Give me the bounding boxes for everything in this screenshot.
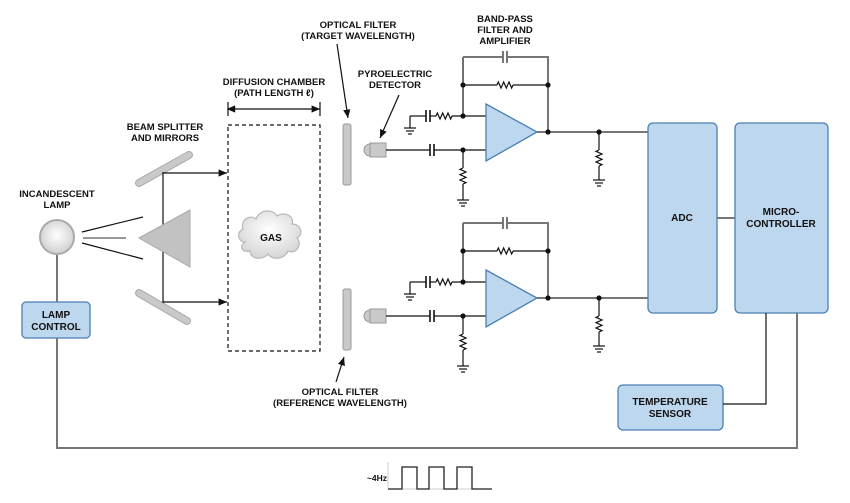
upper-mirror-edge — [136, 152, 192, 186]
lamp-drive-wire — [56, 313, 798, 449]
bandpass-label-line1: BAND-PASS — [477, 14, 533, 25]
junction-dot — [545, 295, 551, 301]
filter-reference-label-line1: OPTICAL FILTER — [302, 387, 379, 398]
resistor-icon — [458, 333, 468, 351]
lamp-drive-waveform — [388, 466, 492, 490]
detector-pointer — [379, 94, 400, 139]
detector-label-line2: DETECTOR — [369, 80, 421, 91]
temperature-sensor-block — [617, 384, 724, 431]
junction-dot — [545, 248, 551, 254]
optical-filter-target — [342, 123, 352, 186]
target-channel-circuit — [363, 51, 648, 207]
resistor-icon — [458, 167, 468, 185]
incandescent-lamp — [39, 219, 75, 255]
pyroelectric-detector — [369, 142, 387, 158]
lamp-control-label-line1: LAMP — [42, 310, 71, 321]
detector-label-line1: PYROELECTRIC — [358, 69, 433, 80]
resistor-icon — [496, 80, 514, 90]
pyroelectric-detector — [369, 308, 387, 324]
light-ray-lower — [81, 242, 144, 260]
pyroelectric-detector — [363, 143, 371, 157]
chamber-label-line2: (PATH LENGTH ℓ) — [234, 88, 314, 99]
filter-target-label-line2: (TARGET WAVELENGTH) — [301, 31, 415, 42]
op-amp — [485, 102, 539, 163]
chamber-label-line1: DIFFUSION CHAMBER — [223, 77, 326, 88]
resistor-icon — [594, 315, 604, 333]
bandpass-label-line2: FILTER AND — [477, 25, 533, 36]
adc-label: ADC — [671, 213, 693, 224]
lower-mirror-edge — [136, 290, 190, 324]
feedback-wire — [508, 56, 549, 132]
resistor-icon — [594, 149, 604, 167]
microcontroller-label-line2: CONTROLLER — [746, 219, 816, 230]
lamp-label-line2: LAMP — [44, 200, 72, 211]
reference-channel-circuit — [363, 217, 648, 373]
filter-reference-pointer — [335, 356, 345, 383]
beam-splitter-prism — [137, 209, 191, 268]
junction-dot — [545, 82, 551, 88]
gas-label: GAS — [260, 233, 282, 244]
diffusion-chamber — [227, 124, 321, 352]
lamp-control-label-line2: CONTROL — [31, 322, 80, 333]
op-amp — [485, 268, 539, 329]
beam-splitter-label-line1: BEAM SPLITTER — [127, 122, 204, 133]
feedback-wire — [508, 222, 549, 298]
temperature-sensor-label-line2: SENSOR — [649, 409, 692, 420]
resistor-icon — [435, 111, 453, 121]
optical-filter-reference — [342, 288, 352, 351]
light-ray-upper — [81, 216, 144, 233]
gas-cloud — [238, 210, 302, 259]
filter-target-pointer — [336, 43, 351, 119]
filter-target-label-line1: OPTICAL FILTER — [320, 20, 397, 31]
junction-dot — [460, 82, 466, 88]
microcontroller-block — [734, 122, 829, 314]
junction-dot — [460, 248, 466, 254]
microcontroller-label-line1: MICRO- — [763, 207, 800, 218]
temp-sensor-wire — [723, 313, 767, 405]
beam-splitter-label-line2: AND MIRRORS — [131, 133, 199, 144]
temperature-sensor-label-line1: TEMPERATURE — [632, 397, 708, 408]
frequency-label: ~4Hz — [367, 473, 387, 483]
bandpass-label-line3: AMPLIFIER — [479, 36, 530, 47]
lamp-label-line1: INCANDESCENT — [19, 189, 95, 200]
resistor-icon — [435, 277, 453, 287]
resistor-icon — [496, 246, 514, 256]
junction-dot — [545, 129, 551, 135]
filter-reference-label-line2: (REFERENCE WAVELENGTH) — [273, 398, 407, 409]
pyroelectric-detector — [363, 309, 371, 323]
